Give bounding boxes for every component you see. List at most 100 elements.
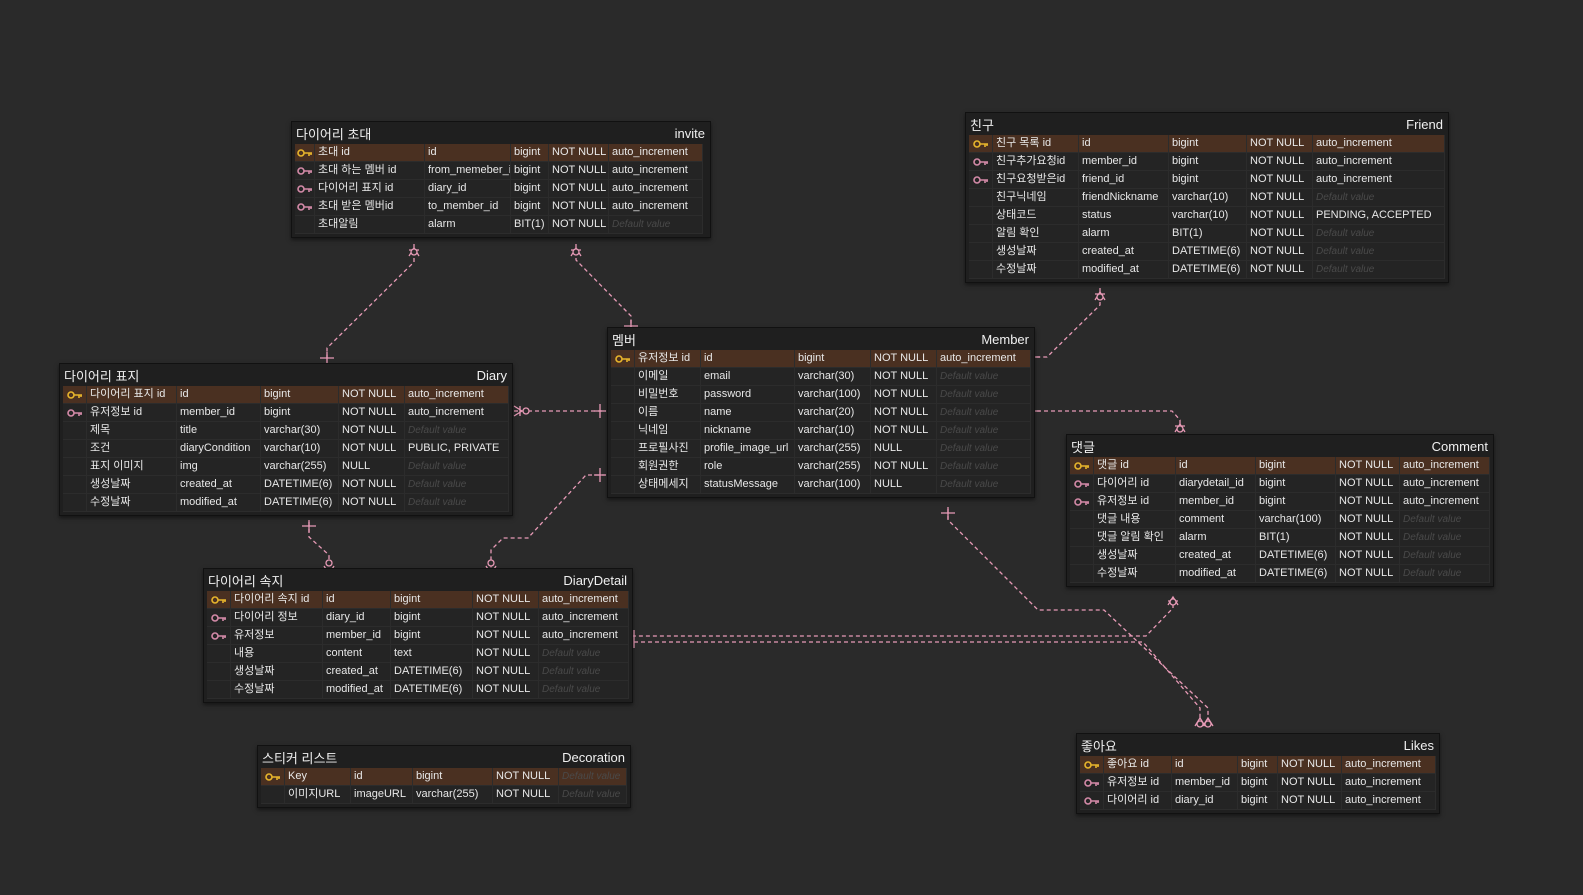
cell-null[interactable]: NOT NULL [871,404,937,422]
table-header[interactable]: 다이어리 속지 DiaryDetail [204,569,632,591]
cell-type[interactable]: BIT(1) [1169,225,1247,243]
cell-type[interactable]: bigint [511,162,549,180]
cell-extra[interactable]: auto_increment [539,591,629,609]
cell-col[interactable]: nickname [701,422,795,440]
cell-extra[interactable]: Default value [937,440,1031,458]
cell-label[interactable]: 이미지URL [285,786,351,804]
cell-extra[interactable]: Default value [937,476,1031,494]
cell-type[interactable]: bigint [261,404,339,422]
cell-extra[interactable]: Default value [405,458,509,476]
cell-null[interactable]: NOT NULL [339,404,405,422]
cell-type[interactable]: bigint [1256,457,1336,475]
table-header[interactable]: 좋아요 Likes [1077,734,1439,756]
cell-type[interactable]: bigint [1169,135,1247,153]
cell-type[interactable]: bigint [1256,493,1336,511]
cell-type[interactable]: DATETIME(6) [1256,565,1336,583]
cell-label[interactable]: 회원권한 [635,458,701,476]
cell-type[interactable]: bigint [1238,774,1278,792]
cell-col[interactable]: id [351,768,413,786]
cell-extra[interactable]: Default value [937,386,1031,404]
table-header[interactable]: 멤버 Member [608,328,1034,350]
cell-col[interactable]: modified_at [1176,565,1256,583]
cell-extra[interactable]: auto_increment [405,386,509,404]
cell-label[interactable]: 초대알림 [315,216,425,234]
cell-extra[interactable]: Default value [1313,225,1445,243]
cell-col[interactable]: id [177,386,261,404]
cell-null[interactable]: NOT NULL [549,162,609,180]
cell-extra[interactable]: Default value [539,645,629,663]
cell-label[interactable]: 조건 [87,440,177,458]
cell-null[interactable]: NOT NULL [549,216,609,234]
cell-col[interactable]: imageURL [351,786,413,804]
cell-type[interactable]: varchar(255) [413,786,493,804]
cell-extra[interactable]: Default value [1400,529,1490,547]
cell-type[interactable]: bigint [261,386,339,404]
cell-label[interactable]: 생성날짜 [231,663,323,681]
cell-col[interactable]: alarm [1176,529,1256,547]
cell-null[interactable]: NOT NULL [549,198,609,216]
cell-col[interactable]: id [1172,756,1238,774]
cell-null[interactable]: NOT NULL [1278,756,1342,774]
cell-col[interactable]: created_at [1079,243,1169,261]
cell-type[interactable]: bigint [391,609,473,627]
cell-type[interactable]: varchar(10) [1169,189,1247,207]
cell-col[interactable]: member_id [177,404,261,422]
cell-extra[interactable]: Default value [559,768,627,786]
cell-null[interactable]: NOT NULL [1247,135,1313,153]
cell-label[interactable]: 친구닉네임 [993,189,1079,207]
cell-null[interactable]: NOT NULL [1247,261,1313,279]
cell-col[interactable]: comment [1176,511,1256,529]
cell-type[interactable]: varchar(20) [795,404,871,422]
cell-label[interactable]: 프로필사진 [635,440,701,458]
cell-type[interactable]: DATETIME(6) [1169,261,1247,279]
cell-col[interactable]: to_member_id [425,198,511,216]
cell-null[interactable]: NULL [339,458,405,476]
cell-label[interactable]: 상태메세지 [635,476,701,494]
cell-extra[interactable]: Default value [937,368,1031,386]
cell-type[interactable]: BIT(1) [511,216,549,234]
cell-label[interactable]: 유저정보 [231,627,323,645]
cell-null[interactable]: NOT NULL [1278,792,1342,810]
cell-null[interactable]: NOT NULL [871,386,937,404]
cell-null[interactable]: NOT NULL [871,350,937,368]
cell-extra[interactable]: Default value [1400,547,1490,565]
cell-col[interactable]: id [1176,457,1256,475]
cell-null[interactable]: NOT NULL [1336,457,1400,475]
cell-type[interactable]: bigint [795,350,871,368]
cell-null[interactable]: NOT NULL [339,386,405,404]
cell-null[interactable]: NOT NULL [1247,189,1313,207]
cell-type[interactable]: text [391,645,473,663]
cell-label[interactable]: 알림 확인 [993,225,1079,243]
cell-null[interactable]: NOT NULL [1336,511,1400,529]
cell-null[interactable]: NOT NULL [1247,207,1313,225]
cell-col[interactable]: diary_id [425,180,511,198]
cell-type[interactable]: varchar(255) [795,440,871,458]
cell-null[interactable]: NOT NULL [1247,171,1313,189]
cell-label[interactable]: 친구 목록 id [993,135,1079,153]
cell-label[interactable]: 댓글 id [1094,457,1176,475]
cell-null[interactable]: NOT NULL [473,609,539,627]
cell-type[interactable]: BIT(1) [1256,529,1336,547]
cell-label[interactable]: Key [285,768,351,786]
cell-extra[interactable]: PUBLIC, PRIVATE [405,440,509,458]
cell-col[interactable]: status [1079,207,1169,225]
cell-col[interactable]: content [323,645,391,663]
cell-col[interactable]: id [425,144,511,162]
cell-label[interactable]: 친구추가요청id [993,153,1079,171]
cell-null[interactable]: NOT NULL [473,627,539,645]
cell-null[interactable]: NOT NULL [339,494,405,512]
cell-label[interactable]: 이메일 [635,368,701,386]
cell-col[interactable]: modified_at [1079,261,1169,279]
cell-type[interactable]: DATETIME(6) [261,476,339,494]
cell-label[interactable]: 생성날짜 [1094,547,1176,565]
cell-col[interactable]: modified_at [323,681,391,699]
cell-col[interactable]: statusMessage [701,476,795,494]
cell-extra[interactable]: Default value [937,404,1031,422]
cell-label[interactable]: 초대 받은 멤버id [315,198,425,216]
cell-null[interactable]: NOT NULL [549,144,609,162]
